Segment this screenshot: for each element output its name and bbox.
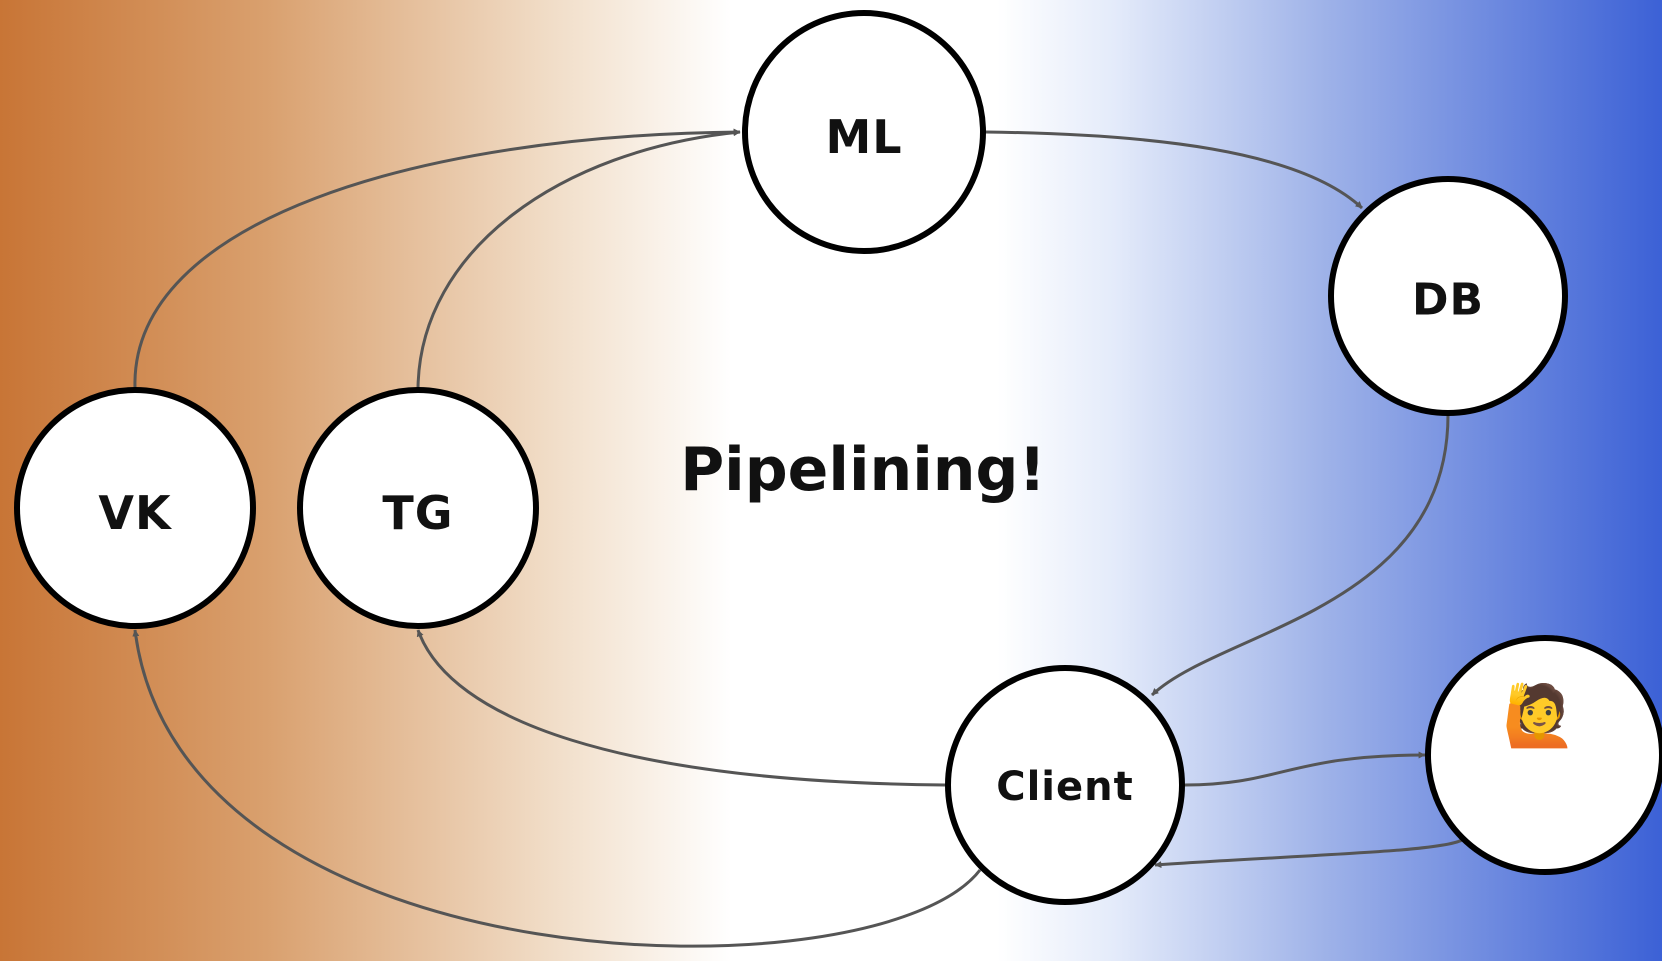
node-ml: ML (742, 10, 986, 254)
edge-ml-to-db (984, 130, 1364, 210)
node-client: Client (945, 665, 1185, 905)
edge-client-to-tg (416, 629, 946, 787)
node-tg: TG (297, 387, 539, 629)
node-user: 🙋 (1425, 635, 1662, 875)
edge-tg-to-ml (416, 129, 741, 389)
user-emoji-icon: 🙋 (1502, 681, 1578, 751)
node-db: DB (1328, 176, 1568, 416)
edge-user-to-client (1154, 838, 1463, 869)
node-db-label: DB (1412, 275, 1484, 326)
node-vk: VK (14, 387, 256, 629)
node-vk-label: VK (98, 486, 173, 540)
diagram-title: Pipelining! (680, 435, 1046, 505)
node-tg-label: TG (382, 486, 453, 540)
node-client-label: Client (996, 764, 1134, 810)
edge-client-to-vk (132, 629, 982, 948)
edge-db-to-client (1150, 411, 1450, 697)
node-ml-label: ML (825, 110, 902, 164)
edge-client-to-user (1184, 751, 1426, 787)
edge-vk-to-ml (133, 128, 741, 389)
